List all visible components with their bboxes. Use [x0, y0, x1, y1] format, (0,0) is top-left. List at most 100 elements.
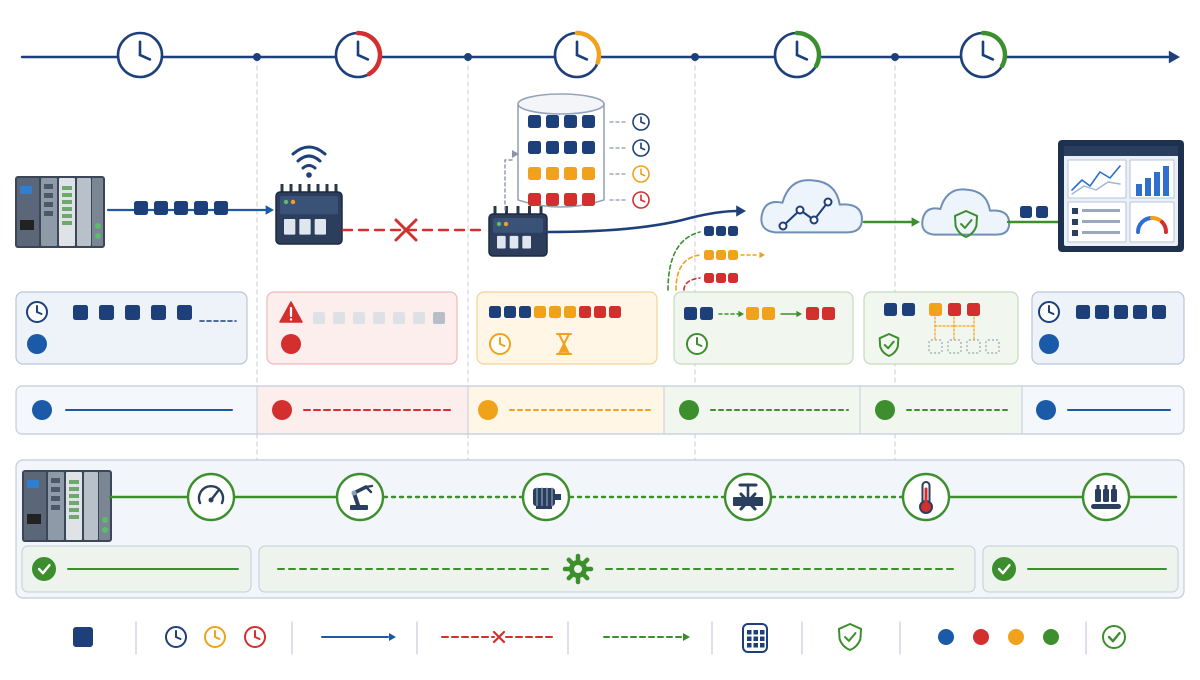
- dashboard-gauge-card: [1129, 201, 1175, 243]
- data-packet: [519, 306, 531, 318]
- data-packet: [762, 307, 775, 320]
- plc-io-led: [69, 494, 79, 498]
- plc-io-led: [69, 501, 79, 505]
- lost-packet: [413, 312, 425, 324]
- status-dot: [272, 400, 292, 420]
- device-antenna: [505, 206, 508, 215]
- check-mark: [37, 563, 51, 575]
- robot-arm-icon: [335, 472, 385, 522]
- data-packet: [546, 115, 559, 128]
- wifi-arc: [296, 154, 322, 163]
- panel-5-shield-icon: [878, 333, 900, 357]
- plc-terminal: [44, 193, 53, 198]
- dashboard-list-bullet: [1072, 230, 1078, 236]
- device-port: [314, 219, 326, 235]
- bottle: [1111, 489, 1117, 502]
- status-dot: [875, 400, 895, 420]
- clock-hand: [499, 343, 506, 347]
- panel-6-status-dot: [1039, 334, 1059, 354]
- plc-io-led: [69, 480, 79, 484]
- panel-6-clock: [1038, 301, 1060, 323]
- device-port: [509, 235, 519, 249]
- status-dot: [32, 400, 52, 420]
- dashboard-gauge-arc: [1160, 220, 1168, 234]
- legend-status-dot: [938, 629, 954, 645]
- data-packet: [716, 226, 726, 236]
- data-packet: [504, 306, 516, 318]
- robot-joint: [351, 490, 357, 496]
- timeline-node: [253, 53, 261, 61]
- clock-hand: [575, 53, 589, 61]
- arrow-head: [265, 205, 274, 215]
- dashboard-list-line: [1082, 231, 1120, 234]
- device-port: [299, 219, 311, 235]
- lost-packet: [313, 312, 325, 324]
- connection-status-2: [272, 400, 455, 420]
- dashboard-bar: [1136, 184, 1142, 196]
- analytics-node: [795, 205, 805, 215]
- connection-lost-x: [394, 218, 418, 242]
- timeline-clock-1: [116, 31, 164, 79]
- recovery-queue: [667, 226, 765, 291]
- flow-cloud-to-secure: [862, 217, 920, 227]
- data-packet: [564, 115, 577, 128]
- wifi-arc: [291, 145, 327, 156]
- buffer-row-clock: [632, 191, 650, 209]
- recovery-link: [675, 254, 701, 291]
- clock-progress-arc: [355, 30, 383, 77]
- dashboard-bar: [1163, 166, 1169, 196]
- legend-db-cell: [753, 636, 758, 641]
- process-ok-check-left: [32, 557, 56, 581]
- data-packet: [214, 201, 228, 215]
- clock-progress-arc: [574, 30, 602, 65]
- data-packet: [1076, 305, 1090, 319]
- plc-port: [27, 514, 41, 524]
- plc-io-led: [62, 193, 72, 197]
- plc-io-led: [62, 221, 72, 225]
- warning-dot: [289, 318, 293, 321]
- flow-plc-to-gateway: [106, 201, 274, 215]
- database-body: [517, 103, 605, 208]
- main-layer: [15, 30, 1184, 655]
- data-packet: [806, 307, 819, 320]
- shield-check: [844, 632, 857, 642]
- legend-db-cell: [753, 643, 758, 648]
- thermometer-icon: [901, 472, 951, 522]
- legend-db-cell: [760, 643, 765, 648]
- lost-packet: [353, 312, 365, 324]
- check-mark: [997, 563, 1011, 575]
- gear-icon: [562, 553, 594, 585]
- device-port: [522, 235, 531, 249]
- data-packet: [534, 306, 546, 318]
- data-packet: [528, 193, 541, 206]
- wifi-icon: [291, 145, 327, 178]
- process-circle: [186, 472, 236, 522]
- check-circle: [32, 557, 56, 581]
- clock-hand: [981, 53, 995, 61]
- data-packet: [528, 115, 541, 128]
- panel-1-clock: [26, 301, 48, 323]
- connection-status-3: [478, 400, 653, 420]
- timeline-node: [891, 53, 899, 61]
- plc-terminal: [44, 211, 53, 216]
- robot-gripper: [364, 484, 374, 494]
- plc-terminal: [51, 505, 60, 510]
- gear-hole: [574, 565, 582, 573]
- process-circle: [335, 472, 385, 522]
- plc-controller-top: [15, 176, 105, 248]
- data-packet: [929, 303, 942, 316]
- device-led: [283, 199, 289, 205]
- flow-edge-to-cloud: [545, 205, 746, 234]
- timeline-clock-5: [959, 30, 1008, 79]
- arrow-head: [512, 150, 519, 158]
- clock-hand: [795, 53, 809, 61]
- dashboard-list-line: [1082, 209, 1120, 212]
- legend-db-cell: [747, 630, 752, 635]
- data-packet: [564, 306, 576, 318]
- panel-1-status-dot: [27, 334, 47, 354]
- data-packet: [582, 115, 595, 128]
- dashboard-list-bullet: [1072, 208, 1078, 214]
- data-packet: [99, 305, 114, 320]
- plc-status-led: [95, 223, 101, 229]
- dashboard-trend-card: [1067, 159, 1127, 199]
